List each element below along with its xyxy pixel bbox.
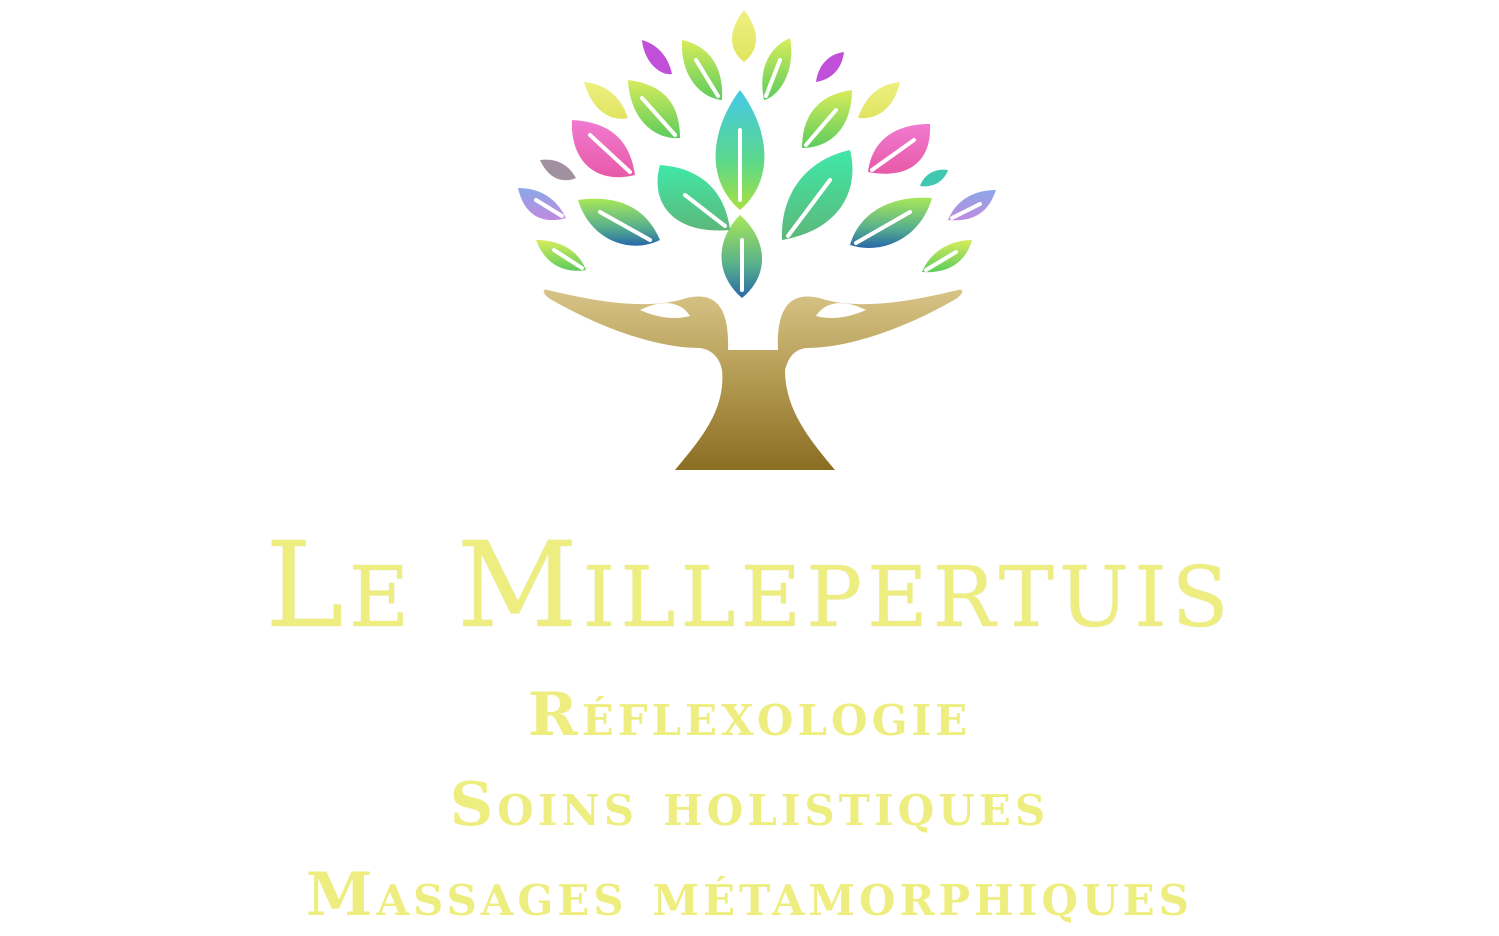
service-reflexology: Réflexologie [527,680,972,750]
brand-name: Le Millepertuis [265,516,1234,654]
service-metamorphic-massage: Massages métamorphiques [306,860,1193,930]
service-holistic-care: Soins holistiques [449,770,1050,840]
tree-in-hands-icon [500,0,1000,480]
